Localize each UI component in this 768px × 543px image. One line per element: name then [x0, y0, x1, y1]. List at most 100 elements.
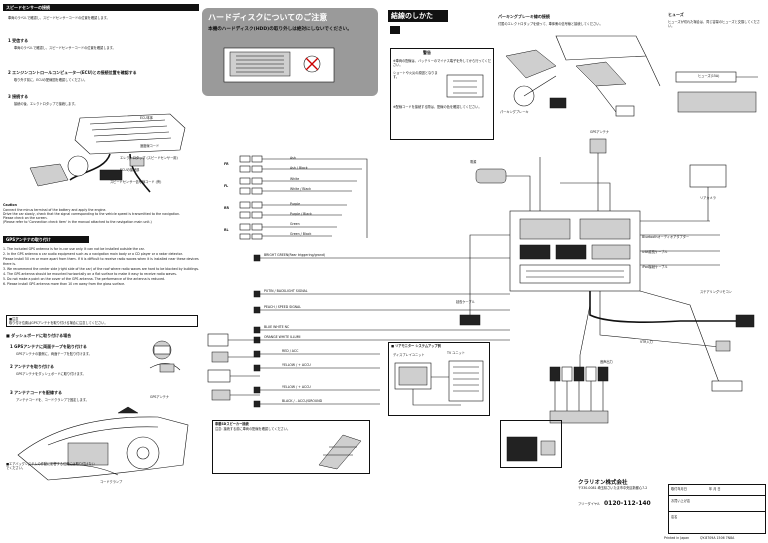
dash-step1: 1 GPSアンテナに両面テープを貼り付ける: [10, 344, 87, 349]
warning-box: 警告 ※車両の配線は、バッテリーのマイナス端子を外してから行ってください。 ショ…: [390, 48, 494, 140]
gps-line: Please install 50 cm or more apart from …: [3, 257, 199, 261]
freedial-label: フリーダイヤル: [578, 502, 601, 506]
hdd-illustration: [223, 47, 335, 83]
rear-monitor-sub: ディスプレイユニット: [393, 353, 425, 357]
hdd-banner-title: ハードディスクについてのご注意: [208, 13, 328, 22]
dash-step2: 2 アンテナを取り付ける: [10, 364, 55, 369]
fuse-text: ヒューズが切れた場合は、同じ容量のヒューズと交換してください。: [668, 20, 760, 28]
freedial-number: 0120-112-140: [604, 500, 651, 507]
caution-line: Please check on the screen.: [3, 216, 48, 220]
speaker-rr: RR: [224, 206, 229, 210]
wire-label: YELLOW / + ACCU: [282, 363, 311, 367]
info-icon: [390, 26, 400, 34]
wire-color: Green / Black: [290, 232, 312, 236]
bt-label: Bluetoothオーディオアダプター: [642, 235, 690, 239]
electrotap-label: エレクトロタップ (スピードセンサー用): [120, 156, 178, 160]
vtr-label: VTR入力: [640, 340, 653, 344]
ecu-illustration: [29, 113, 186, 193]
wire-label: YELLOW / + ACCU: [282, 385, 311, 389]
gps-antenna-label: GPSアンテナ: [150, 395, 170, 399]
signal-wires: [253, 254, 510, 408]
dashboard-illustration: [17, 406, 189, 481]
tv-unit-label: TV ユニット: [447, 351, 465, 355]
step3-label: 3 接続する: [8, 94, 29, 99]
note-title: ■注意: [9, 317, 19, 321]
wire-color: Purple: [290, 202, 301, 206]
hdd-banner-text: 本機のハードディスク(HDD)の取り外しは絶対にしないでください。: [208, 27, 352, 32]
company-name: クラリオン株式会社: [578, 480, 628, 486]
warning-title: 警告: [423, 50, 431, 55]
printed-in: Printed in Japan: [664, 536, 690, 540]
note-text: 取り付け位置はGPSアンテナを取り付ける場合に注意してください。: [9, 321, 108, 325]
gps-line: there is.: [3, 262, 17, 266]
caution-title: Caution: [3, 203, 17, 207]
parking-illustration: [505, 35, 661, 117]
warning-illustration: [446, 74, 484, 98]
note-box: ■注意 取り付け位置はGPSアンテナを取り付ける場合に注意してください。: [6, 315, 198, 327]
extension-label: 延長ケーブル: [456, 300, 475, 304]
rear-cam-label: リアカメラ: [700, 196, 716, 200]
usb-label: USB延長ケーブル: [642, 250, 668, 254]
wire-color: Ash / Black: [290, 166, 308, 170]
parking-title: パーキングブレーキ線の接続: [498, 14, 550, 19]
gps-line: 2. In the GPS antenna a car audio equipm…: [3, 252, 183, 256]
form-divider: [669, 511, 765, 512]
rear-monitor-title: ■ リアモニター システムアップ例: [391, 344, 441, 348]
ecu-connector-label: ECUの接続部: [120, 168, 140, 172]
step2-text: 取り外す前に、ECUの配線図を確認してください。: [14, 78, 88, 82]
form-row: 取付年月日: [671, 487, 687, 491]
system-up-box: [500, 420, 562, 468]
gps-line: 1. The included GPS antenna is for in-ca…: [3, 247, 145, 251]
speed-sensor-title: スピードセンサーの接続: [3, 4, 199, 11]
warning-line: ショートや火災の原因となります。: [393, 71, 438, 79]
wire-color: Ash: [290, 156, 296, 160]
connection-title: 結線のしかた: [388, 10, 448, 22]
parking-text: 付属のエレクトロタップを使って、車体側の信号線と接続してください。: [498, 22, 603, 26]
dash-step3: 3 アンテナコードを配線する: [10, 390, 63, 395]
wire-color: White: [290, 177, 300, 181]
doc-code: QY-8709A 1506 7N8A: [700, 536, 735, 540]
power-label: 電源: [470, 160, 477, 164]
caution-line: (Please refer to 'Connection check item'…: [3, 220, 152, 224]
speaker-fr: FR: [224, 162, 229, 166]
speaker-rl: RL: [224, 228, 229, 232]
parking-label: パーキングブレーキ: [500, 110, 529, 114]
rear-monitor-box: ■ リアモニター システムアップ例 ディスプレイユニット TV ユニット: [388, 342, 490, 416]
fuse-title: ヒューズ: [668, 12, 684, 17]
wire-color: White / Black: [290, 187, 311, 191]
system-up-illustration: [506, 436, 556, 462]
form-divider: [669, 495, 765, 496]
install-form: 取付年月日 年 月 日 お買い上げ店 店名: [668, 484, 766, 534]
gps-line: 5. Do not make a point on the cover of t…: [3, 277, 166, 281]
gps-line: 3. We recommend the center side (right s…: [3, 267, 200, 271]
gps-line: 6. Please install GPS antenna more than …: [3, 282, 126, 286]
speed-signal-label: スピードセンサー信号線コード (黄): [110, 180, 162, 184]
speaker-fl: FL: [224, 184, 229, 188]
fuse-label: ヒューズ(15A): [698, 74, 720, 78]
wire-label: PEACH / SPEED SIGNAL: [264, 305, 301, 309]
fuse-illustration: [675, 71, 758, 113]
warning-line: ※車両の配線は、バッテリーのマイナス端子を外してから行ってください。: [393, 59, 491, 67]
intro-text: 車両のラベルで確認し、スピードセンサーコードの位置を確認します。: [8, 16, 110, 20]
main-unit-diagram: [459, 138, 755, 424]
speed-code-label: 速度線コード: [140, 144, 160, 148]
step1-label: 1 受信する: [8, 38, 29, 43]
gps-title: GPSアンテナの取り付け: [3, 236, 89, 243]
wire-label: BRIGHT GREEN(Rear triggering/grand): [264, 253, 326, 257]
step2-label: 2 エンジンコントロールコンピューター(ECU)との接続位置を確認する: [8, 70, 137, 75]
relay-illustration: [207, 333, 260, 401]
speaker-wiring: [239, 155, 368, 240]
form-row: お買い上げ店: [671, 499, 691, 503]
step1-text: 車両のラベルで確認し、スピードセンサーコードの位置を確認します。: [14, 46, 116, 50]
bottom-note: ■エアバッグシステムの作動に影響する位置には取り付けないでください。: [6, 462, 95, 470]
wire-label: ORANGE WHITE ILLUMI: [264, 335, 301, 339]
wire-label: BLUE WHITE NC: [264, 325, 290, 329]
dash-title: ■ ダッシュボードに取り付ける場合: [6, 333, 72, 338]
wire-color: Green: [290, 222, 300, 226]
form-date: 年 月 日: [709, 487, 721, 491]
gps-line: 4. The GPS antenna should be mounted hor…: [3, 272, 177, 276]
wire-label: RED / ACC: [282, 349, 299, 353]
caution-line: Drive the car slowly, check that the sig…: [3, 212, 180, 216]
connection-intro: [390, 26, 490, 48]
audio-out-label: 音声出力: [600, 360, 613, 364]
